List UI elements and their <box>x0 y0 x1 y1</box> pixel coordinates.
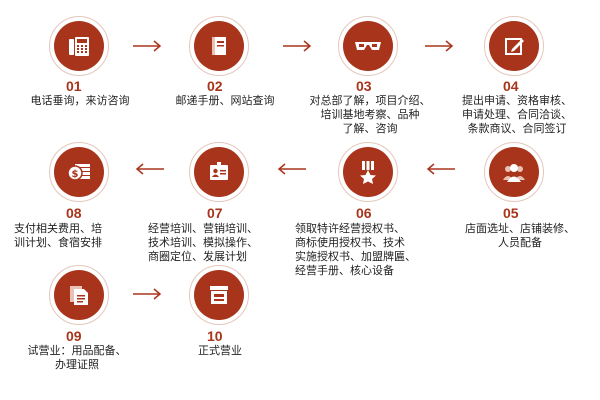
step-04-text: 提出申请、资格审核、 申请处理、合同洽谈、 条款商议、合同签订 <box>462 94 572 135</box>
glasses-icon <box>355 42 381 50</box>
arrow-right-icon <box>133 288 163 300</box>
step-06-badge <box>338 142 398 202</box>
arrow-left-icon <box>425 163 455 175</box>
id-card-icon <box>210 162 228 180</box>
step-08-number: 08 <box>66 205 82 221</box>
step-01-badge <box>49 16 109 76</box>
step-01-text: 电话垂询，来访咨询 <box>30 94 130 107</box>
step-05-number: 05 <box>503 205 519 221</box>
step-04-badge <box>484 16 544 76</box>
step-02-number: 02 <box>207 78 223 94</box>
arrow-right-icon <box>425 40 455 52</box>
step-02-badge <box>189 16 249 76</box>
money-icon: $ <box>67 164 90 181</box>
step-07-text: 经营培训、营销培训、 技术培训、模拟操作、 商圈定位、发展计划 <box>148 222 258 263</box>
step-01-number: 01 <box>66 78 82 94</box>
step-08-badge: $ <box>49 142 109 202</box>
telephone-icon <box>69 37 89 56</box>
step-10-number: 10 <box>207 328 223 344</box>
step-05-text: 店面选址、店铺装修、 人员配备 <box>465 222 575 249</box>
step-02-text: 邮递手册、网站查询 <box>175 94 275 107</box>
step-04-number: 04 <box>503 78 519 94</box>
step-08-text: 支付相关费用、培 训计划、食宿安排 <box>14 222 102 249</box>
arrow-right-icon <box>283 40 313 52</box>
step-03-badge <box>338 16 398 76</box>
arrow-left-icon <box>276 163 306 175</box>
book-icon <box>212 37 226 55</box>
documents-icon <box>70 286 88 305</box>
shop-icon <box>210 286 228 304</box>
step-06-number: 06 <box>356 205 372 221</box>
step-07-number: 07 <box>207 205 223 221</box>
step-09-text: 试营业：用品配备、 办理证照 <box>27 344 127 371</box>
svg-text:$: $ <box>72 169 79 180</box>
step-10-text: 正式营业 <box>198 344 242 357</box>
medal-icon <box>360 161 376 184</box>
step-03-number: 03 <box>356 78 372 94</box>
pen-form-icon <box>505 38 524 55</box>
step-09-number: 09 <box>66 328 82 344</box>
step-03-text: 对总部了解，项目介绍、 培训基地考察、品种 了解、咨询 <box>309 94 431 135</box>
people-icon <box>503 164 525 182</box>
step-10-badge <box>189 265 249 325</box>
step-07-badge <box>189 142 249 202</box>
arrow-left-icon <box>134 163 164 175</box>
step-05-badge <box>484 142 544 202</box>
arrow-right-icon <box>133 40 163 52</box>
step-09-badge <box>49 265 109 325</box>
step-06-text: 领取特许经营授权书、 商标使用授权书、技术 实施授权书、加盟牌匾、 经营手册、核… <box>295 222 416 277</box>
